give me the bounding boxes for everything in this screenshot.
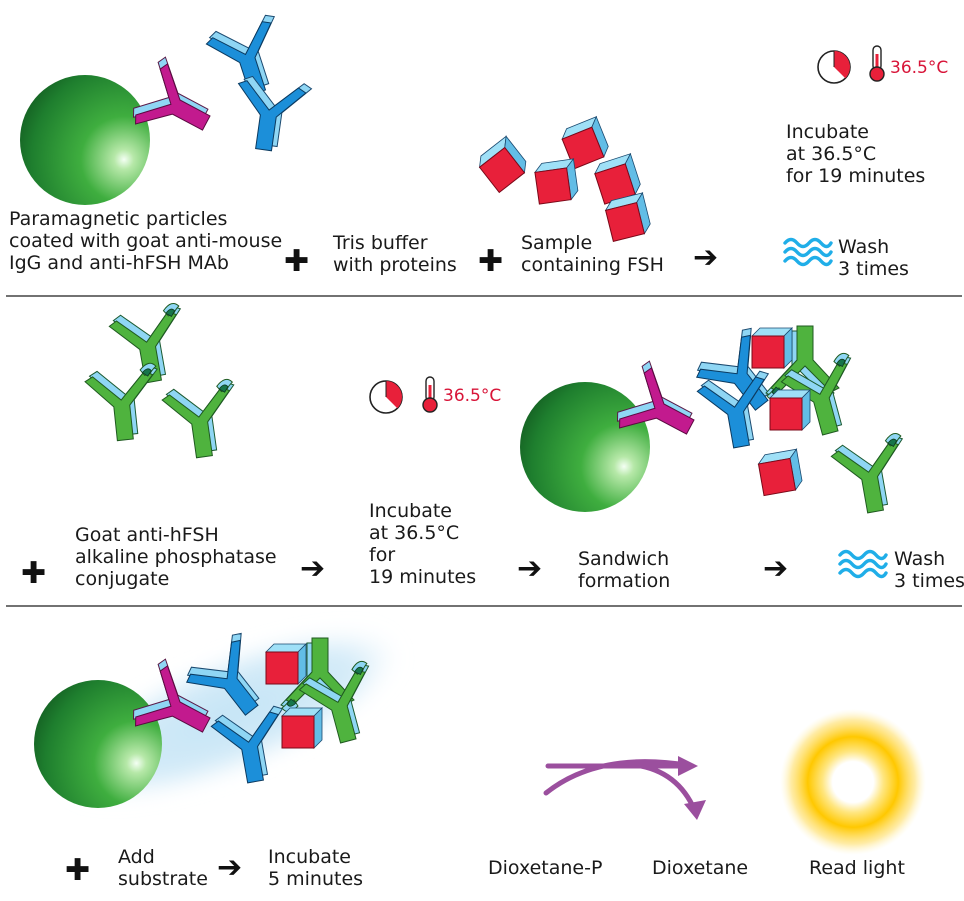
- conjugate-label: Goat anti-hFSH alkaline phosphatase conj…: [75, 524, 277, 590]
- sample-label: Sample containing FSH: [521, 232, 664, 276]
- incubate-label: Incubate at 36.5°C for 19 minutes: [786, 121, 926, 187]
- buffer-label: Tris buffer with proteins: [333, 232, 457, 276]
- conjugate-antibodies: [83, 301, 244, 462]
- fsh-cube-icon: [769, 389, 811, 431]
- sandwich-complex: [520, 324, 915, 518]
- antibody-icon: [160, 377, 244, 462]
- fsh-cube-icon: [474, 135, 532, 193]
- antibody-icon: [83, 362, 165, 444]
- thermometer-icon: [869, 45, 885, 82]
- incubate-label: Incubate at 36.5°C for 19 minutes: [369, 500, 477, 588]
- plus-icon: ✚: [21, 556, 47, 591]
- arrow-icon: ➔: [693, 240, 719, 275]
- plus-icon: ✚: [478, 244, 504, 279]
- temperature-label: 36.5°C: [890, 58, 949, 78]
- fsh-cube-icon: [265, 643, 307, 685]
- dioxetane-label: Dioxetane: [652, 857, 749, 879]
- arrow-icon: ➔: [217, 850, 243, 885]
- plus-icon: ✚: [284, 244, 310, 279]
- fsh-cube-icon: [756, 448, 804, 497]
- wash-label: Wash 3 times: [838, 236, 909, 280]
- arrow-icon: ➔: [517, 551, 543, 586]
- wash-waves-icon: [838, 549, 888, 579]
- read-light-label: Read light: [809, 857, 905, 879]
- clock-icon: [369, 380, 403, 414]
- thermometer-icon: [422, 376, 438, 413]
- antibody-icon: [828, 431, 915, 518]
- fsh-cubes: [474, 116, 653, 242]
- antibody-icon: [229, 74, 313, 156]
- sphere-icon: [20, 75, 150, 205]
- clock-icon: [817, 50, 851, 84]
- dioxetane-p-label: Dioxetane-P: [488, 857, 603, 879]
- wash-label: Wash 3 times: [894, 548, 964, 592]
- temperature-label: 36.5°C: [443, 386, 502, 406]
- sphere-icon: [520, 382, 650, 512]
- particles-label: Paramagnetic particles coated with goat …: [9, 208, 283, 274]
- fsh-cube-icon: [533, 158, 580, 205]
- fsh-cube-icon: [751, 327, 793, 369]
- substrate-label: Add substrate: [118, 846, 208, 890]
- wash-waves-icon: [783, 237, 833, 267]
- arrow-icon: ➔: [300, 551, 326, 586]
- plus-icon: ✚: [65, 853, 91, 888]
- arrow-icon: ➔: [763, 551, 789, 586]
- row1-complex: [20, 12, 313, 205]
- fsh-cube-icon: [281, 707, 323, 749]
- sandwich-label: Sandwich formation: [578, 548, 671, 592]
- light-glow-icon: [780, 709, 926, 855]
- final-complex: [34, 608, 406, 822]
- sphere-icon: [34, 680, 162, 808]
- incubate-label: Incubate 5 minutes: [268, 846, 364, 890]
- reaction-arrow-icon: [543, 756, 706, 820]
